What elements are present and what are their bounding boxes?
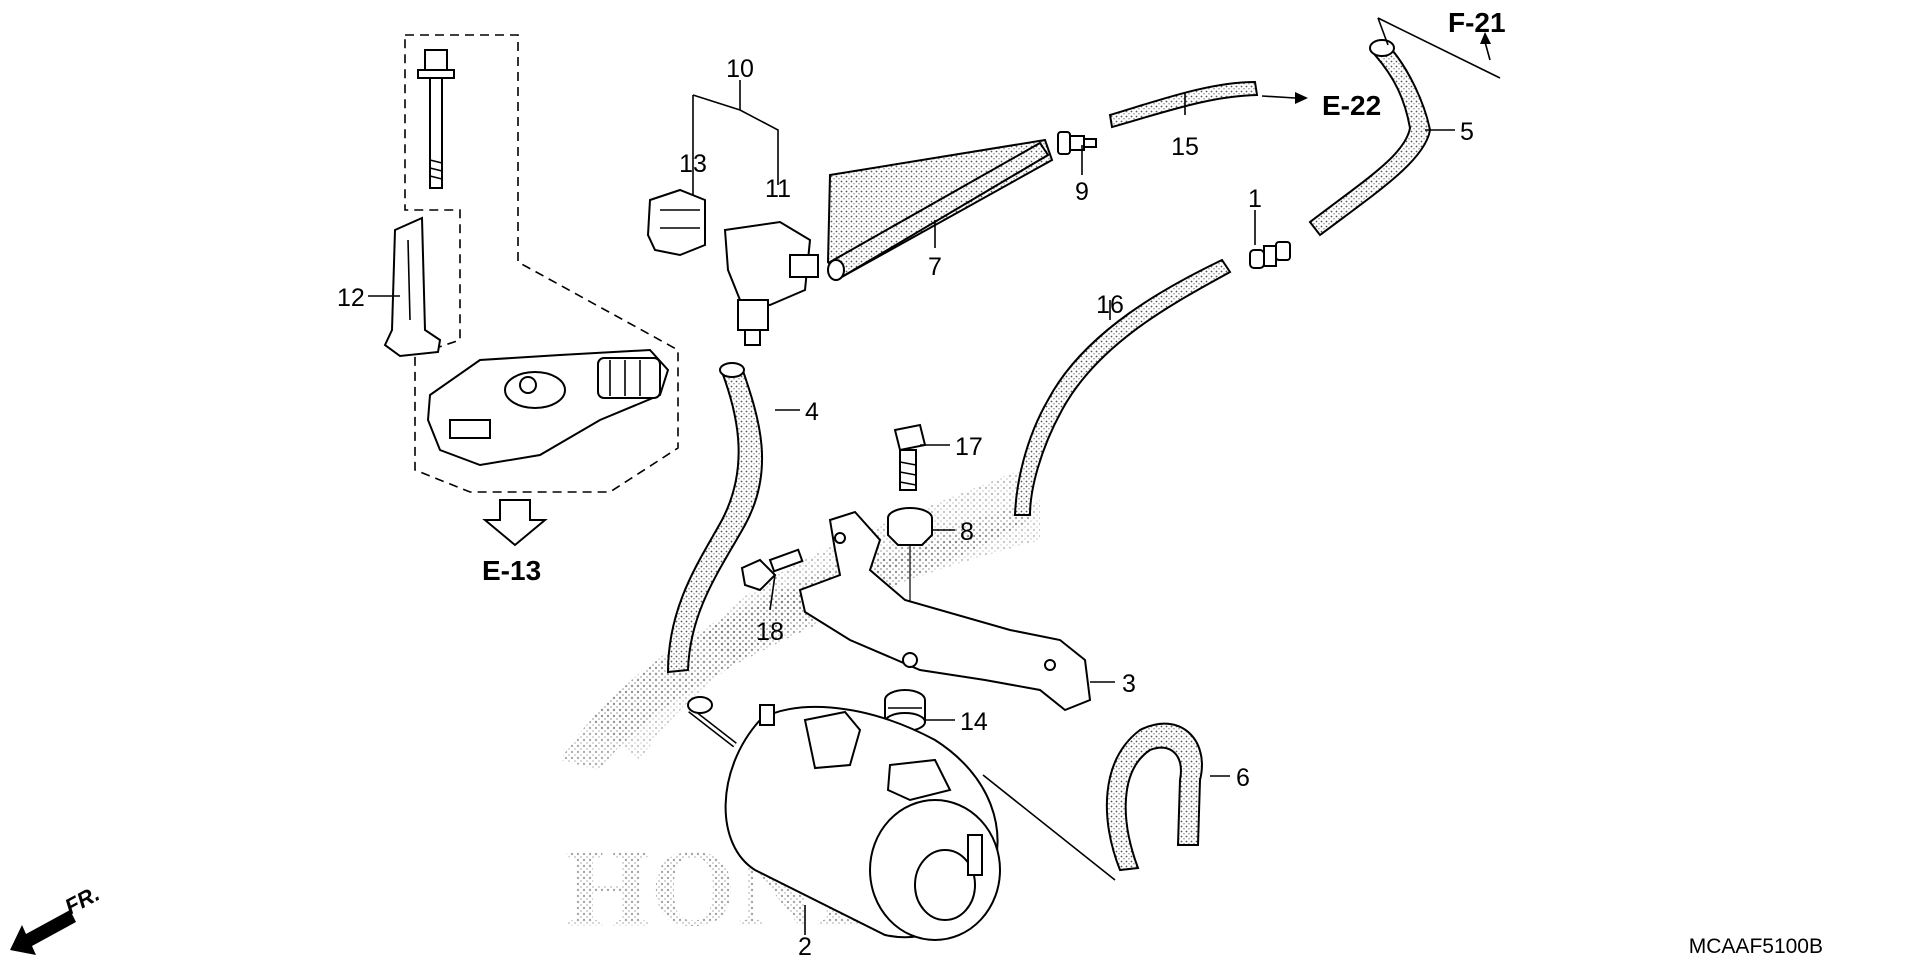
ref-f21: F-21 — [1448, 7, 1506, 38]
callout-6: 6 — [1236, 764, 1250, 792]
front-arrow-icon — [10, 910, 76, 955]
canister-fitting — [687, 696, 775, 726]
bracket-12 — [383, 216, 442, 358]
f21-reference-lines — [1377, 17, 1501, 79]
callout-10: 10 — [726, 55, 754, 83]
callout-8: 8 — [960, 518, 974, 546]
long-bolt — [417, 49, 455, 189]
callout-9: 9 — [1075, 178, 1089, 206]
callout-14: 14 — [960, 708, 988, 736]
callout-1: 1 — [1248, 185, 1262, 213]
callout-7: 7 — [928, 253, 942, 281]
solenoid-valve-11 — [723, 220, 819, 346]
callout-16: 16 — [1096, 291, 1124, 319]
callout-18: 18 — [756, 618, 784, 646]
e13-arrow — [482, 499, 548, 547]
callout-13: 13 — [679, 150, 707, 178]
hose-6 — [1105, 722, 1203, 872]
bolt-18 — [740, 548, 804, 592]
assembly-dashed-outline — [404, 34, 679, 493]
callout-11: 11 — [765, 175, 791, 203]
callout-12: 12 — [337, 284, 365, 312]
leader-lines — [368, 80, 1455, 935]
hose-5 — [1308, 39, 1432, 237]
callout-4: 4 — [805, 398, 819, 426]
callout-5: 5 — [1460, 118, 1474, 146]
callout-17: 17 — [955, 433, 983, 461]
actuator-motor-assembly — [426, 348, 670, 467]
hose-16 — [1013, 258, 1232, 516]
callout-2: 2 — [798, 933, 812, 959]
hose-7 — [826, 138, 1054, 281]
callout-3: 3 — [1122, 670, 1136, 698]
connector-1 — [1249, 241, 1291, 269]
leader-hose6-canister — [982, 774, 1116, 881]
canister-2 — [688, 705, 1001, 941]
connector-9 — [1057, 131, 1097, 155]
ref-e22: E-22 — [1322, 90, 1381, 121]
diagram-code: MCAAF5100B — [1689, 935, 1823, 958]
hose-15 — [1108, 80, 1308, 129]
ref-e13: E-13 — [482, 555, 541, 586]
bolt-17 — [893, 423, 927, 491]
collar-8 — [887, 507, 933, 660]
hose-4 — [666, 362, 764, 674]
rubber-cap-13 — [646, 188, 706, 257]
callout-15: 15 — [1171, 133, 1199, 161]
bracket-3 — [798, 510, 1092, 712]
